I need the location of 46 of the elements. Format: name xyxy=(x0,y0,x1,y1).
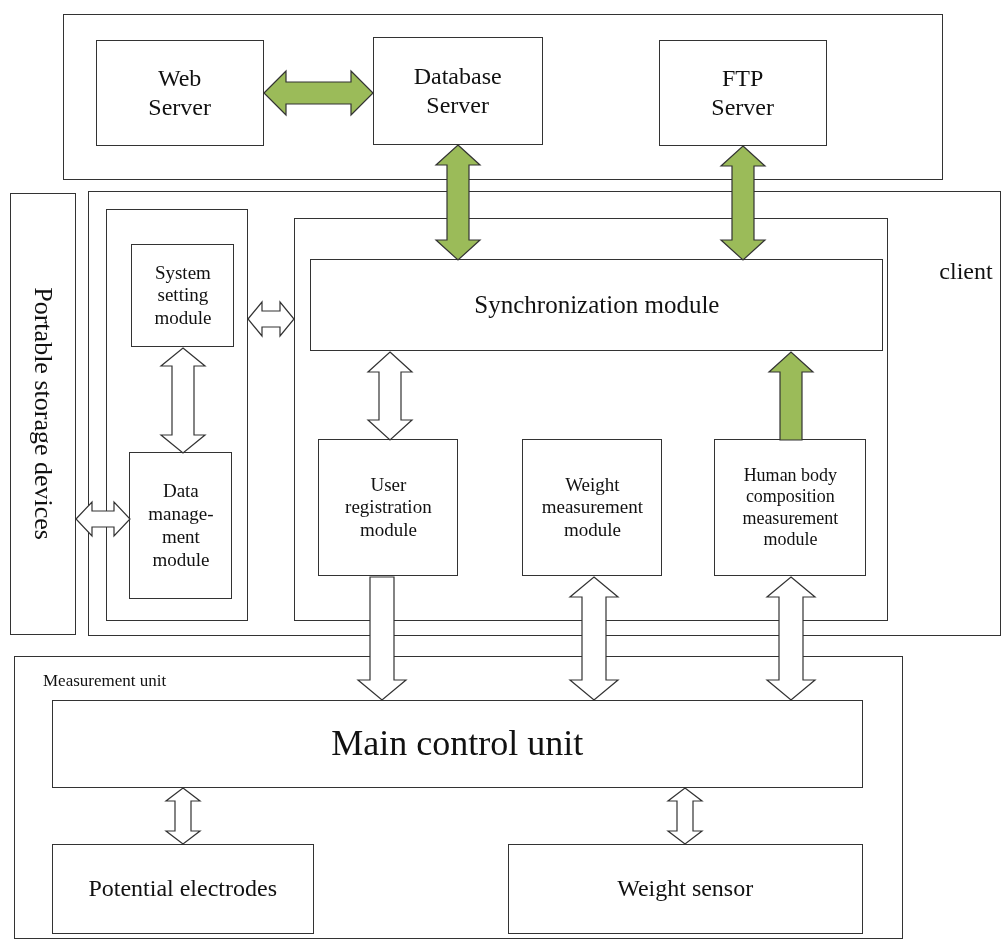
module-panel xyxy=(293,217,888,621)
node-label: Main control unit xyxy=(330,722,585,766)
block-arrow xyxy=(247,300,295,338)
control-unit-box xyxy=(51,699,863,788)
node-label: Data manage-ment module xyxy=(147,480,215,572)
group-label: Measurement unit xyxy=(43,671,167,692)
module-box xyxy=(522,439,663,577)
node-label: Human body composition measurement module xyxy=(741,464,840,552)
server-box xyxy=(658,39,827,146)
group-label: client xyxy=(938,257,994,286)
client-box xyxy=(88,191,1001,636)
node-label: User registration module xyxy=(344,473,433,543)
block-arrow xyxy=(434,144,482,261)
node-label: Weight sensor xyxy=(616,874,755,904)
node-label: Web Server xyxy=(147,63,212,122)
block-arrow xyxy=(366,351,414,441)
block-arrow xyxy=(164,787,202,845)
server-box xyxy=(372,36,543,145)
node-label: Database Server xyxy=(412,61,503,120)
block-arrow xyxy=(75,500,131,538)
block-arrow xyxy=(356,576,408,701)
component-box xyxy=(507,843,863,934)
block-arrow xyxy=(263,69,374,117)
node-label: Weight measurement module xyxy=(540,473,644,543)
block-arrow xyxy=(568,576,620,701)
block-arrow xyxy=(765,576,817,701)
block-arrow xyxy=(767,351,815,441)
node-label: Synchronization module xyxy=(473,290,721,321)
node-label: FTP Server xyxy=(710,63,775,122)
server-group-box xyxy=(63,14,943,180)
module-box xyxy=(129,452,233,600)
block-arrow xyxy=(666,787,704,845)
block-arrow xyxy=(719,145,767,261)
server-box xyxy=(95,39,264,146)
module-panel xyxy=(105,208,248,621)
node-label: Potential electrodes xyxy=(87,874,278,904)
module-box xyxy=(310,259,884,352)
node-label: Portable storage devices xyxy=(27,287,59,541)
node-label: System setting module xyxy=(153,261,213,331)
storage-box xyxy=(10,193,76,635)
module-box xyxy=(714,439,867,577)
measurement-unit-box xyxy=(14,656,903,939)
block-arrow xyxy=(159,347,207,454)
module-box xyxy=(131,244,235,348)
component-box xyxy=(51,843,314,934)
module-box xyxy=(318,439,459,577)
